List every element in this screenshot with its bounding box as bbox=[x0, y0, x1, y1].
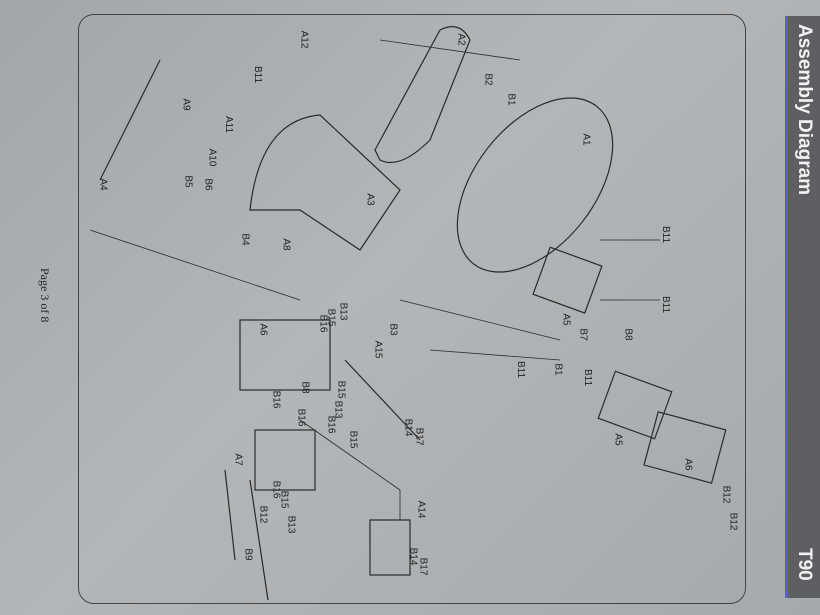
diagram-frame bbox=[78, 14, 746, 604]
mount-a7 bbox=[254, 429, 316, 491]
part-label: A8 bbox=[280, 238, 292, 251]
bolt-b9 bbox=[224, 469, 269, 601]
part-label: B5 bbox=[182, 175, 194, 188]
part-label: B11 bbox=[515, 360, 527, 379]
header-band bbox=[785, 16, 820, 598]
part-label: B11 bbox=[582, 368, 594, 387]
part-label: B2 bbox=[482, 73, 494, 86]
part-label: B8 bbox=[299, 381, 311, 394]
part-label: B16 bbox=[295, 408, 307, 427]
part-label: B16 bbox=[270, 480, 282, 499]
part-label: A11 bbox=[223, 115, 235, 134]
arm-a2 bbox=[374, 26, 471, 164]
dish-a1 bbox=[456, 97, 614, 273]
part-label: B16 bbox=[270, 390, 282, 409]
part-label: A10 bbox=[206, 148, 218, 167]
part-label: B1 bbox=[505, 93, 517, 106]
block-a14 bbox=[369, 519, 411, 576]
leader-lines bbox=[89, 39, 660, 520]
part-label: A5 bbox=[560, 313, 572, 326]
part-label: B12 bbox=[257, 505, 269, 524]
part-label: B11 bbox=[660, 225, 672, 244]
part-label: A1 bbox=[580, 133, 592, 146]
part-label: B12 bbox=[727, 512, 739, 531]
part-label: B17 bbox=[417, 557, 429, 576]
part-label: B11 bbox=[660, 295, 672, 314]
plate-a6b bbox=[643, 411, 727, 484]
part-label: B17 bbox=[413, 427, 425, 446]
part-label: B3 bbox=[387, 323, 399, 336]
part-label: A2 bbox=[455, 33, 467, 46]
part-label: B7 bbox=[577, 328, 589, 341]
part-label: B4 bbox=[239, 233, 251, 246]
part-label: B6 bbox=[202, 178, 214, 191]
part-label: B15 bbox=[347, 430, 359, 449]
part-label: A6 bbox=[682, 458, 694, 471]
part-label: B14 bbox=[402, 418, 414, 437]
part-label: A5 bbox=[612, 433, 624, 446]
arm-a3 bbox=[249, 114, 401, 251]
part-label: B12 bbox=[720, 485, 732, 504]
part-label: B16 bbox=[317, 314, 329, 333]
part-label: A9 bbox=[180, 98, 192, 111]
plate-a6 bbox=[239, 319, 331, 391]
part-label: A12 bbox=[298, 30, 310, 49]
part-label: B9 bbox=[242, 548, 254, 561]
part-label: B16 bbox=[325, 415, 337, 434]
part-label: A7 bbox=[232, 453, 244, 466]
part-label: A3 bbox=[364, 193, 376, 206]
bracket-a5b bbox=[597, 370, 673, 440]
part-label: B1 bbox=[552, 363, 564, 376]
part-label: B13 bbox=[337, 302, 349, 321]
rod-a4 bbox=[99, 59, 161, 181]
part-label: B15 bbox=[335, 380, 347, 399]
part-label: B11 bbox=[252, 65, 264, 84]
part-label: B13 bbox=[285, 515, 297, 534]
part-label: A6 bbox=[257, 323, 269, 336]
part-label: A15 bbox=[372, 340, 384, 359]
part-label: A4 bbox=[97, 178, 109, 191]
rod-a15 bbox=[344, 359, 421, 441]
part-label: B8 bbox=[622, 328, 634, 341]
part-label: A14 bbox=[415, 500, 427, 519]
bracket-a5 bbox=[532, 246, 603, 314]
